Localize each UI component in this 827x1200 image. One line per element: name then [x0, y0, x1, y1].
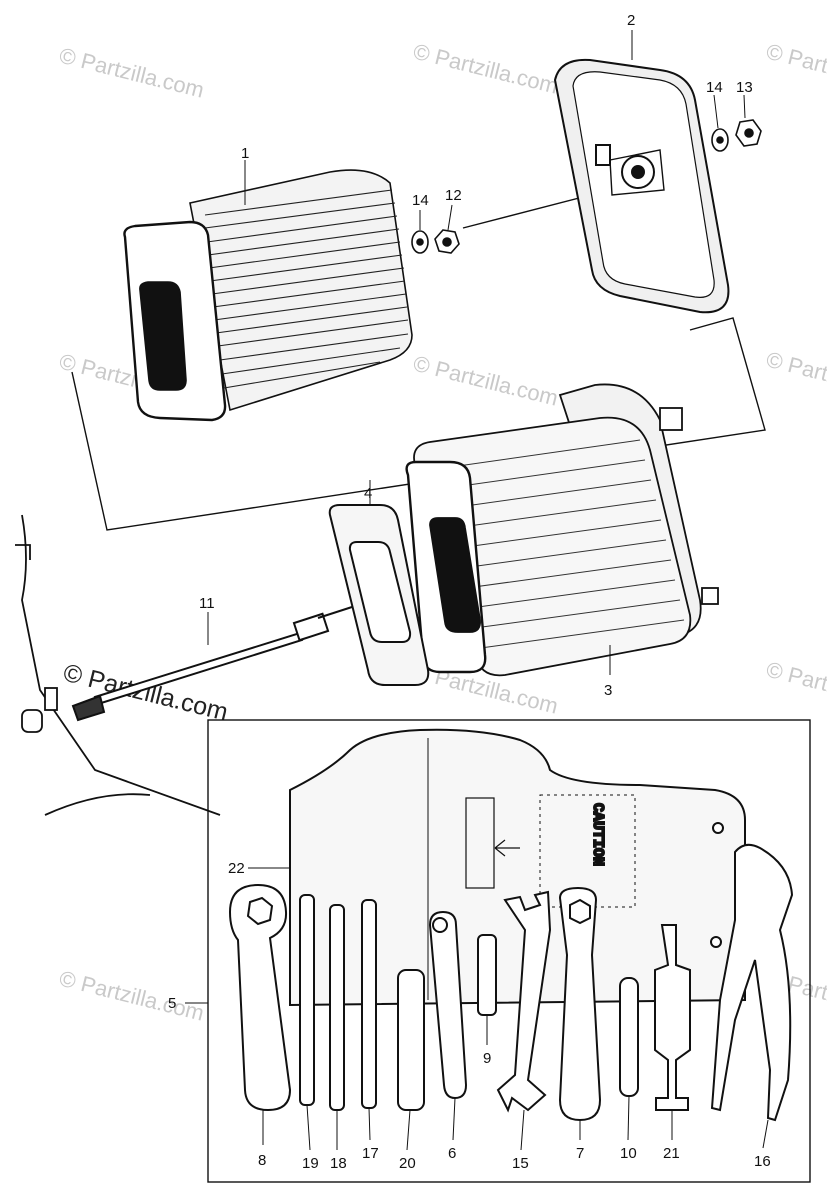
screwdriver-17	[361, 899, 377, 1109]
callout-1: 1	[241, 145, 249, 162]
callout-3: 3	[604, 682, 612, 699]
callout-14a: 14	[412, 192, 429, 209]
callout-8: 8	[258, 1152, 266, 1169]
pliers-16	[710, 843, 794, 1122]
frame-fragment	[15, 514, 221, 816]
caution-label: CAUTION	[589, 803, 606, 866]
callout-6: 6	[448, 1145, 456, 1162]
pin-10	[619, 977, 639, 1097]
open-end-wrench-15	[496, 890, 552, 1113]
screwdriver-handle-20	[397, 969, 425, 1111]
tool-bag: CAUTION	[289, 728, 746, 1007]
callout-11: 11	[199, 595, 215, 612]
tool-kit-box	[207, 719, 811, 1183]
screwdriver-18	[329, 904, 345, 1111]
callout-7: 7	[576, 1145, 584, 1162]
rod	[71, 606, 353, 722]
callout-9: 9	[483, 1050, 491, 1067]
leader-lines	[185, 30, 769, 1151]
air-cleaner-cover	[553, 58, 730, 314]
watermark-text: © Partzilla.com	[764, 347, 827, 407]
callout-2: 2	[627, 12, 635, 29]
screwdriver-19	[299, 894, 315, 1106]
callout-5: 5	[168, 995, 176, 1012]
callout-12: 12	[445, 187, 462, 204]
callout-10: 10	[620, 1145, 637, 1162]
callout-18: 18	[330, 1155, 347, 1172]
callout-labels: 1 2 3 4 5 6 7 8 9 10 11 12 13 14 14 15 1…	[168, 12, 771, 1172]
callout-22: 22	[228, 860, 245, 877]
tire-pump-adapter-21	[654, 924, 691, 1111]
callout-14b: 14	[706, 79, 723, 96]
watermark-text: © Partzilla.com	[57, 43, 207, 103]
air-cleaner-case	[405, 383, 719, 677]
watermark-text: © Partzilla.com	[764, 39, 827, 99]
callout-16: 16	[754, 1153, 771, 1170]
callout-21: 21	[663, 1145, 680, 1162]
socket-wrench-7	[558, 886, 602, 1122]
callout-17: 17	[362, 1145, 379, 1162]
callout-13: 13	[736, 79, 753, 96]
pin-spanner-9	[477, 934, 497, 1016]
watermark-text: © Partzilla.com	[764, 657, 827, 717]
callout-15: 15	[512, 1155, 529, 1172]
tools	[228, 843, 794, 1122]
fasteners	[411, 119, 762, 254]
watermark-text: © Partzilla.com	[411, 351, 561, 411]
assembly-box-line	[71, 317, 766, 531]
air-filter-element	[123, 169, 413, 422]
watermark-text: © Partzilla.com	[57, 966, 207, 1026]
callout-4: 4	[364, 485, 372, 502]
gasket	[328, 504, 430, 686]
watermark-text: © Partzilla.com	[411, 39, 561, 99]
callout-19: 19	[302, 1155, 319, 1172]
callout-20: 20	[399, 1155, 416, 1172]
box-wrench	[228, 883, 292, 1112]
spark-plug-wrench-6	[428, 910, 468, 1100]
hex-opening	[246, 896, 274, 926]
